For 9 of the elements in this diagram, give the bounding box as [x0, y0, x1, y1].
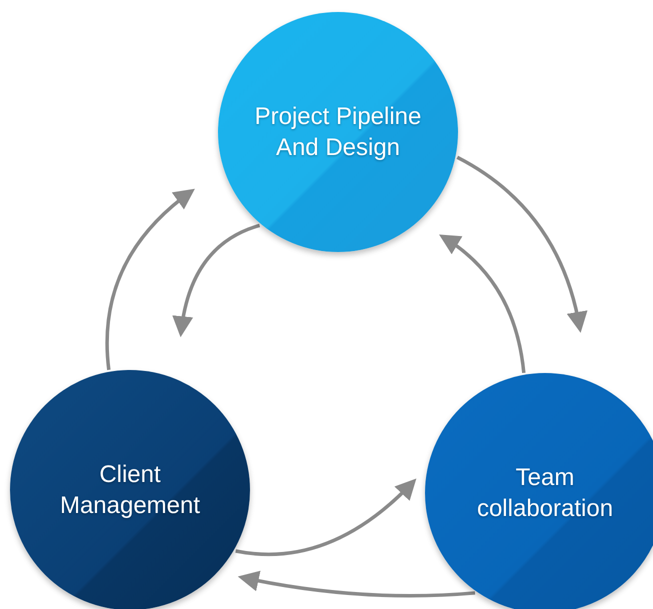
curved-arrow — [456, 156, 587, 333]
curved-arrow — [439, 234, 526, 374]
node-label: Client Management — [58, 460, 202, 521]
curved-arrow — [235, 478, 416, 556]
node-label: Team collaboration — [476, 462, 614, 524]
curved-arrow — [106, 188, 195, 370]
curved-arrow — [238, 570, 476, 598]
node-label: Project Pipeline And Design — [254, 102, 422, 163]
curved-arrow — [172, 224, 260, 338]
